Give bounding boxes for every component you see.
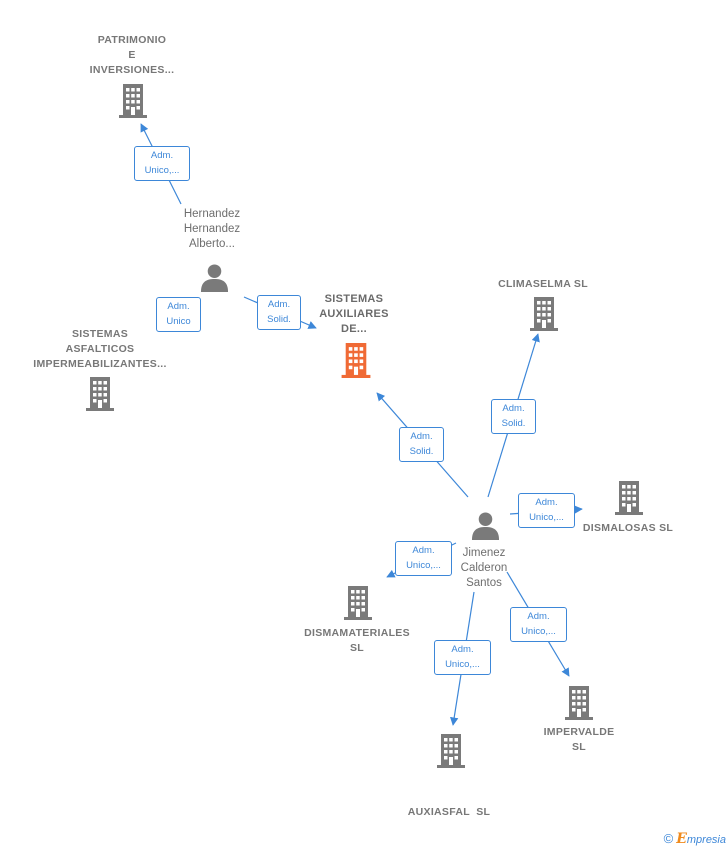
relation-label-jimenez-dismamateriales[interactable]: Adm. Unico,... — [395, 541, 452, 576]
company-label-auxiasfal[interactable]: AUXIASFAL SL — [407, 806, 491, 818]
building-icon[interactable] — [119, 84, 147, 118]
person-label-hernandez[interactable]: Hernandez Hernandez Alberto... — [183, 208, 241, 250]
building-icon[interactable] — [344, 586, 372, 620]
building-icon[interactable] — [530, 297, 558, 331]
copyright-icon: © — [663, 831, 674, 846]
brand-logo-e: E — [676, 831, 687, 847]
company-label-patrimonio[interactable]: PATRIMONIO E INVERSIONES... — [89, 34, 175, 76]
building-icon[interactable] — [615, 481, 643, 515]
company-label-impervalde[interactable]: IMPERVALDE SL — [543, 726, 615, 753]
building-icon-main[interactable] — [341, 343, 371, 378]
relation-label-jimenez-climaselma[interactable]: Adm. Solid. — [491, 399, 536, 434]
company-label-sistemas-auxiliares[interactable]: SISTEMAS AUXILIARES DE... — [319, 293, 389, 335]
relation-label-hernandez-asfalticos[interactable]: Adm. Unico — [156, 297, 201, 332]
relation-label-jimenez-impervalde[interactable]: Adm. Unico,... — [510, 607, 567, 642]
company-label-climaselma[interactable]: CLIMASELMA SL — [498, 278, 588, 290]
brand-watermark: ©Empresia — [664, 831, 726, 847]
relation-label-jimenez-auxiasfal[interactable]: Adm. Unico,... — [434, 640, 491, 675]
company-label-dismalosas[interactable]: DISMALOSAS SL — [582, 522, 674, 534]
building-icon[interactable] — [565, 686, 593, 720]
company-label-dismamateriales[interactable]: DISMAMATERIALES SL — [304, 627, 410, 654]
person-icon[interactable] — [471, 512, 500, 540]
building-icon[interactable] — [437, 734, 465, 768]
relation-label-jimenez-dismalosas[interactable]: Adm. Unico,... — [518, 493, 575, 528]
relation-label-hernandez-auxiliares[interactable]: Adm. Solid. — [257, 295, 301, 330]
person-icon[interactable] — [200, 264, 229, 292]
brand-name: mpresia — [686, 834, 726, 846]
relation-label-jimenez-auxiliares[interactable]: Adm. Solid. — [399, 427, 444, 462]
relation-label-hernandez-patrimonio[interactable]: Adm. Unico,... — [134, 146, 190, 181]
building-icon[interactable] — [86, 377, 114, 411]
company-label-sistemas-asfalticos[interactable]: SISTEMAS ASFALTICOS IMPERMEABILIZANTES..… — [33, 328, 167, 370]
person-label-jimenez[interactable]: Jimenez Calderon Santos — [460, 547, 508, 589]
